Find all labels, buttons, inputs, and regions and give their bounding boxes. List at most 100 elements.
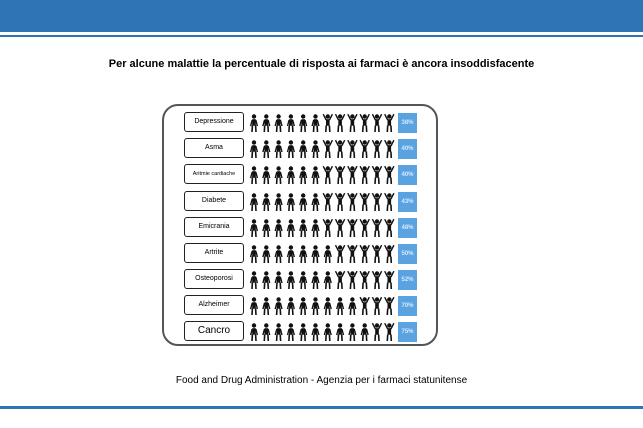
person-standing-icon [274, 114, 283, 133]
person-standing-icon [286, 245, 295, 264]
person-standing-icon [299, 166, 308, 185]
person-arms-up-icon [347, 192, 358, 212]
person-standing-icon [249, 245, 259, 264]
person-arms-up-icon [322, 139, 334, 159]
person-arms-up-icon [347, 218, 358, 238]
person-arms-up-icon [384, 192, 395, 212]
percent-badge: 38% [398, 113, 417, 133]
person-standing-icon [262, 140, 271, 159]
person-standing-icon [311, 323, 320, 342]
person-standing-icon [262, 245, 271, 264]
person-standing-icon [249, 219, 259, 238]
person-standing-icon [299, 193, 308, 212]
person-standing-icon [299, 114, 308, 133]
person-arms-up-icon [371, 218, 383, 238]
person-arms-up-icon [384, 322, 395, 342]
person-arms-up-icon [359, 218, 370, 238]
disease-label: Cancro [184, 321, 244, 341]
person-standing-icon [299, 323, 308, 342]
person-arms-up-icon [359, 244, 370, 264]
person-arms-up-icon [384, 218, 395, 238]
disease-row: Alzheimer 70% [184, 295, 420, 317]
percent-badge: 40% [398, 139, 417, 159]
person-standing-icon [262, 219, 271, 238]
person-arms-up-icon [322, 218, 334, 238]
disease-label: Asma [184, 138, 244, 158]
person-standing-icon [299, 271, 308, 290]
percent-badge: 48% [398, 218, 417, 238]
person-standing-icon [249, 323, 259, 342]
disease-label: Alzheimer [184, 295, 244, 315]
people-icons [248, 113, 398, 133]
person-standing-icon [311, 219, 320, 238]
person-arms-up-icon [384, 139, 395, 159]
person-arms-up-icon [359, 139, 370, 159]
person-standing-icon [311, 271, 320, 290]
person-arms-up-icon [359, 165, 370, 185]
person-standing-icon [299, 297, 308, 316]
disease-row: Asma 40% [184, 138, 420, 160]
person-arms-up-icon [371, 192, 383, 212]
person-standing-icon [262, 166, 271, 185]
person-standing-icon [274, 140, 283, 159]
person-arms-up-icon [359, 296, 370, 316]
person-standing-icon [323, 297, 332, 316]
percent-badge: 50% [398, 244, 417, 264]
person-standing-icon [286, 140, 295, 159]
person-standing-icon [311, 140, 320, 159]
person-arms-up-icon [334, 244, 346, 264]
person-arms-up-icon [359, 270, 370, 290]
person-standing-icon [286, 166, 295, 185]
person-standing-icon [249, 140, 259, 159]
person-standing-icon [286, 193, 295, 212]
person-arms-up-icon [334, 270, 346, 290]
person-arms-up-icon [322, 113, 334, 133]
percent-badge: 70% [398, 296, 417, 316]
header-bar [0, 0, 643, 32]
person-standing-icon [274, 271, 283, 290]
person-arms-up-icon [371, 296, 383, 316]
person-standing-icon [262, 114, 271, 133]
source-caption: Food and Drug Administration - Agenzia p… [175, 375, 468, 386]
person-arms-up-icon [359, 113, 370, 133]
disease-row: Artrite 50% [184, 243, 420, 265]
footer-divider [0, 406, 643, 409]
person-standing-icon [249, 193, 259, 212]
person-standing-icon [274, 166, 283, 185]
person-standing-icon [274, 297, 283, 316]
person-standing-icon [262, 193, 271, 212]
person-standing-icon [311, 114, 320, 133]
person-arms-up-icon [322, 192, 334, 212]
person-standing-icon [311, 245, 320, 264]
person-standing-icon [249, 271, 259, 290]
person-arms-up-icon [359, 192, 370, 212]
disease-label: Artrite [184, 243, 244, 263]
person-standing-icon [336, 323, 345, 342]
person-standing-icon [286, 323, 295, 342]
person-standing-icon [286, 219, 295, 238]
person-standing-icon [336, 297, 345, 316]
person-standing-icon [311, 297, 320, 316]
slide-title: Per alcune malattie la percentuale di ri… [108, 58, 535, 70]
person-arms-up-icon [347, 165, 358, 185]
person-standing-icon [286, 114, 295, 133]
person-standing-icon [311, 166, 320, 185]
people-icons [248, 322, 398, 342]
people-icons [248, 270, 398, 290]
percent-badge: 52% [398, 270, 417, 290]
person-standing-icon [299, 219, 308, 238]
percent-badge: 75% [398, 322, 417, 342]
person-standing-icon [360, 323, 369, 342]
person-standing-icon [323, 323, 332, 342]
person-arms-up-icon [334, 165, 346, 185]
person-standing-icon [299, 140, 308, 159]
person-standing-icon [249, 297, 259, 316]
person-arms-up-icon [384, 244, 395, 264]
person-standing-icon [249, 166, 259, 185]
person-standing-icon [348, 297, 357, 316]
person-arms-up-icon [347, 244, 358, 264]
person-arms-up-icon [334, 113, 346, 133]
person-standing-icon [299, 245, 308, 264]
